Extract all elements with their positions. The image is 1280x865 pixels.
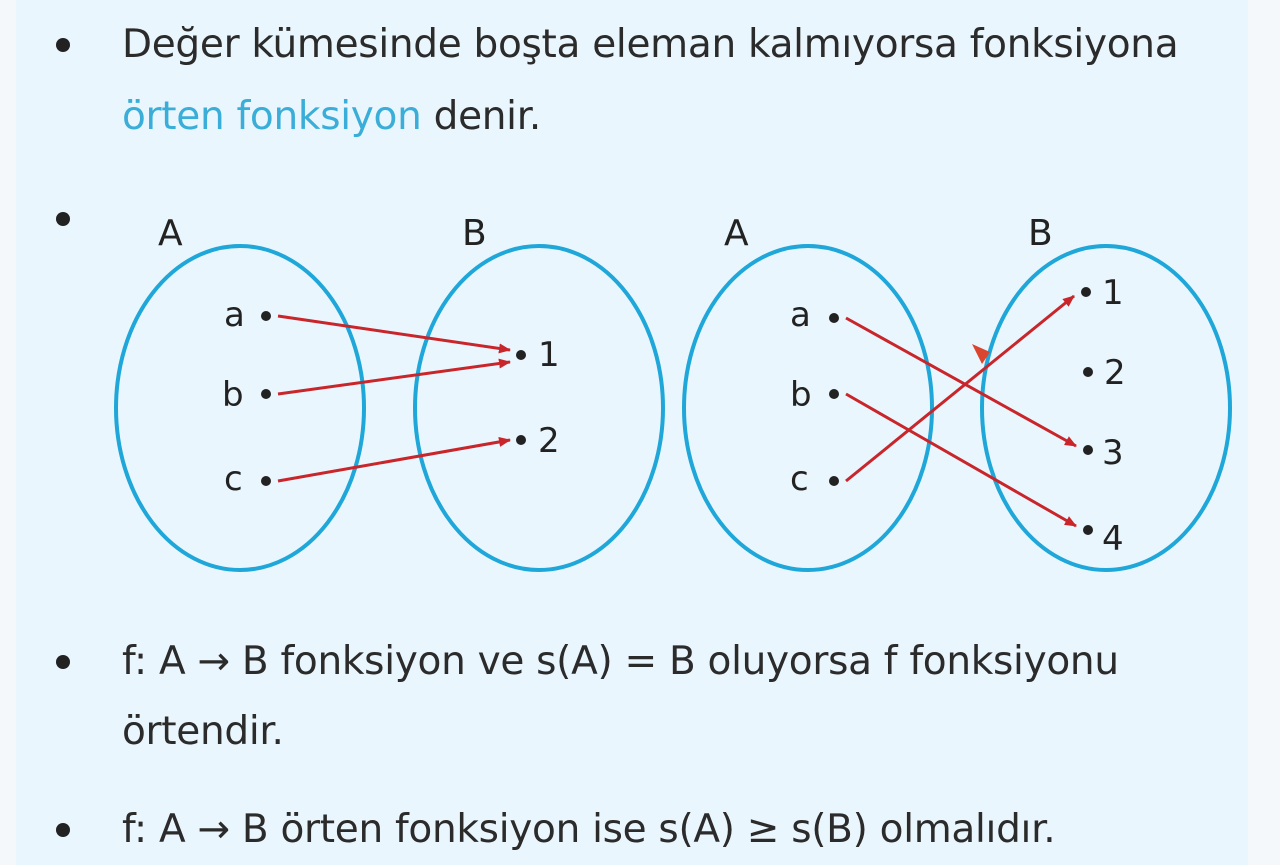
diagram-1-dot-2	[516, 435, 526, 445]
diagram-2-dot-1	[1081, 287, 1091, 297]
term-highlight: örten fonksiyon	[122, 94, 422, 139]
diagram-2-elem-c: c	[790, 459, 809, 499]
bullet-1	[56, 38, 70, 52]
diagram-2-elem-1: 1	[1102, 273, 1124, 313]
diagram-2-dot-a	[829, 313, 839, 323]
diagram-1-dot-c	[261, 476, 271, 486]
diagram-2: A B a b c 1 2 3 4	[682, 213, 1232, 572]
bullet-4	[56, 823, 70, 837]
diagram-2-arrow-c-1	[845, 294, 1075, 483]
definition-line-1: Değer kümesinde boşta eleman kalmıyorsa …	[122, 22, 1179, 67]
diagram-1-arrow-b-1	[277, 358, 511, 396]
diagram-1-set-a-ellipse	[114, 244, 366, 572]
diagram-1-dot-b	[261, 389, 271, 399]
diagram-2-dot-3	[1083, 445, 1093, 455]
definition-line-2-rest: denir.	[421, 94, 542, 139]
diagram-1-elem-a: a	[224, 295, 245, 335]
diagram-1-set-b-ellipse	[413, 244, 665, 572]
diagram-2-arrow-a-3	[845, 316, 1077, 448]
diagram-2-elem-a: a	[790, 295, 811, 335]
diagram-1-elem-c: c	[224, 459, 243, 499]
content-panel	[16, 0, 1248, 865]
diagram-2-set-a-ellipse	[682, 244, 934, 572]
definition-line-2: örten fonksiyon denir.	[122, 82, 541, 152]
rule-line-2: örtendir.	[122, 709, 284, 754]
rule-line-3: f: A → B örten fonksiyon ise s(A) ≥ s(B)…	[122, 807, 1056, 852]
diagram-2-set-b-ellipse	[980, 244, 1232, 572]
diagram-1-elem-2: 2	[538, 421, 560, 461]
rule-line-1: f: A → B fonksiyon ve s(A) = B oluyorsa …	[122, 639, 1119, 684]
pointer-cursor-mark	[972, 344, 990, 364]
diagram-2-dot-b	[829, 389, 839, 399]
bullet-2	[56, 212, 70, 226]
diagram-2-dot-2	[1083, 367, 1093, 377]
diagram-2-elem-3: 3	[1102, 433, 1124, 473]
diagram-2-dot-4	[1083, 525, 1093, 535]
diagram-2-elem-b: b	[790, 375, 812, 415]
diagram-1-elem-b: b	[222, 375, 244, 415]
diagram-1-arrow-c-2	[277, 436, 511, 483]
diagram-2-elem-4: 4	[1102, 519, 1124, 559]
diagram-1-set-a-label: A	[158, 213, 183, 254]
diagram-2-set-a-label: A	[724, 213, 749, 254]
diagram-1-arrow-a-1	[277, 314, 511, 354]
diagram-1: A B a b c 1 2	[114, 213, 665, 572]
diagram-1-set-b-label: B	[462, 213, 487, 254]
bullet-3	[56, 655, 70, 669]
diagram-2-dot-c	[829, 476, 839, 486]
diagram-2-arrow-b-4	[845, 392, 1077, 528]
diagram-2-set-b-label: B	[1028, 213, 1053, 254]
diagram-1-elem-1: 1	[538, 335, 560, 375]
diagram-2-elem-2: 2	[1104, 353, 1126, 393]
diagram-1-dot-1	[516, 350, 526, 360]
diagram-1-dot-a	[261, 311, 271, 321]
